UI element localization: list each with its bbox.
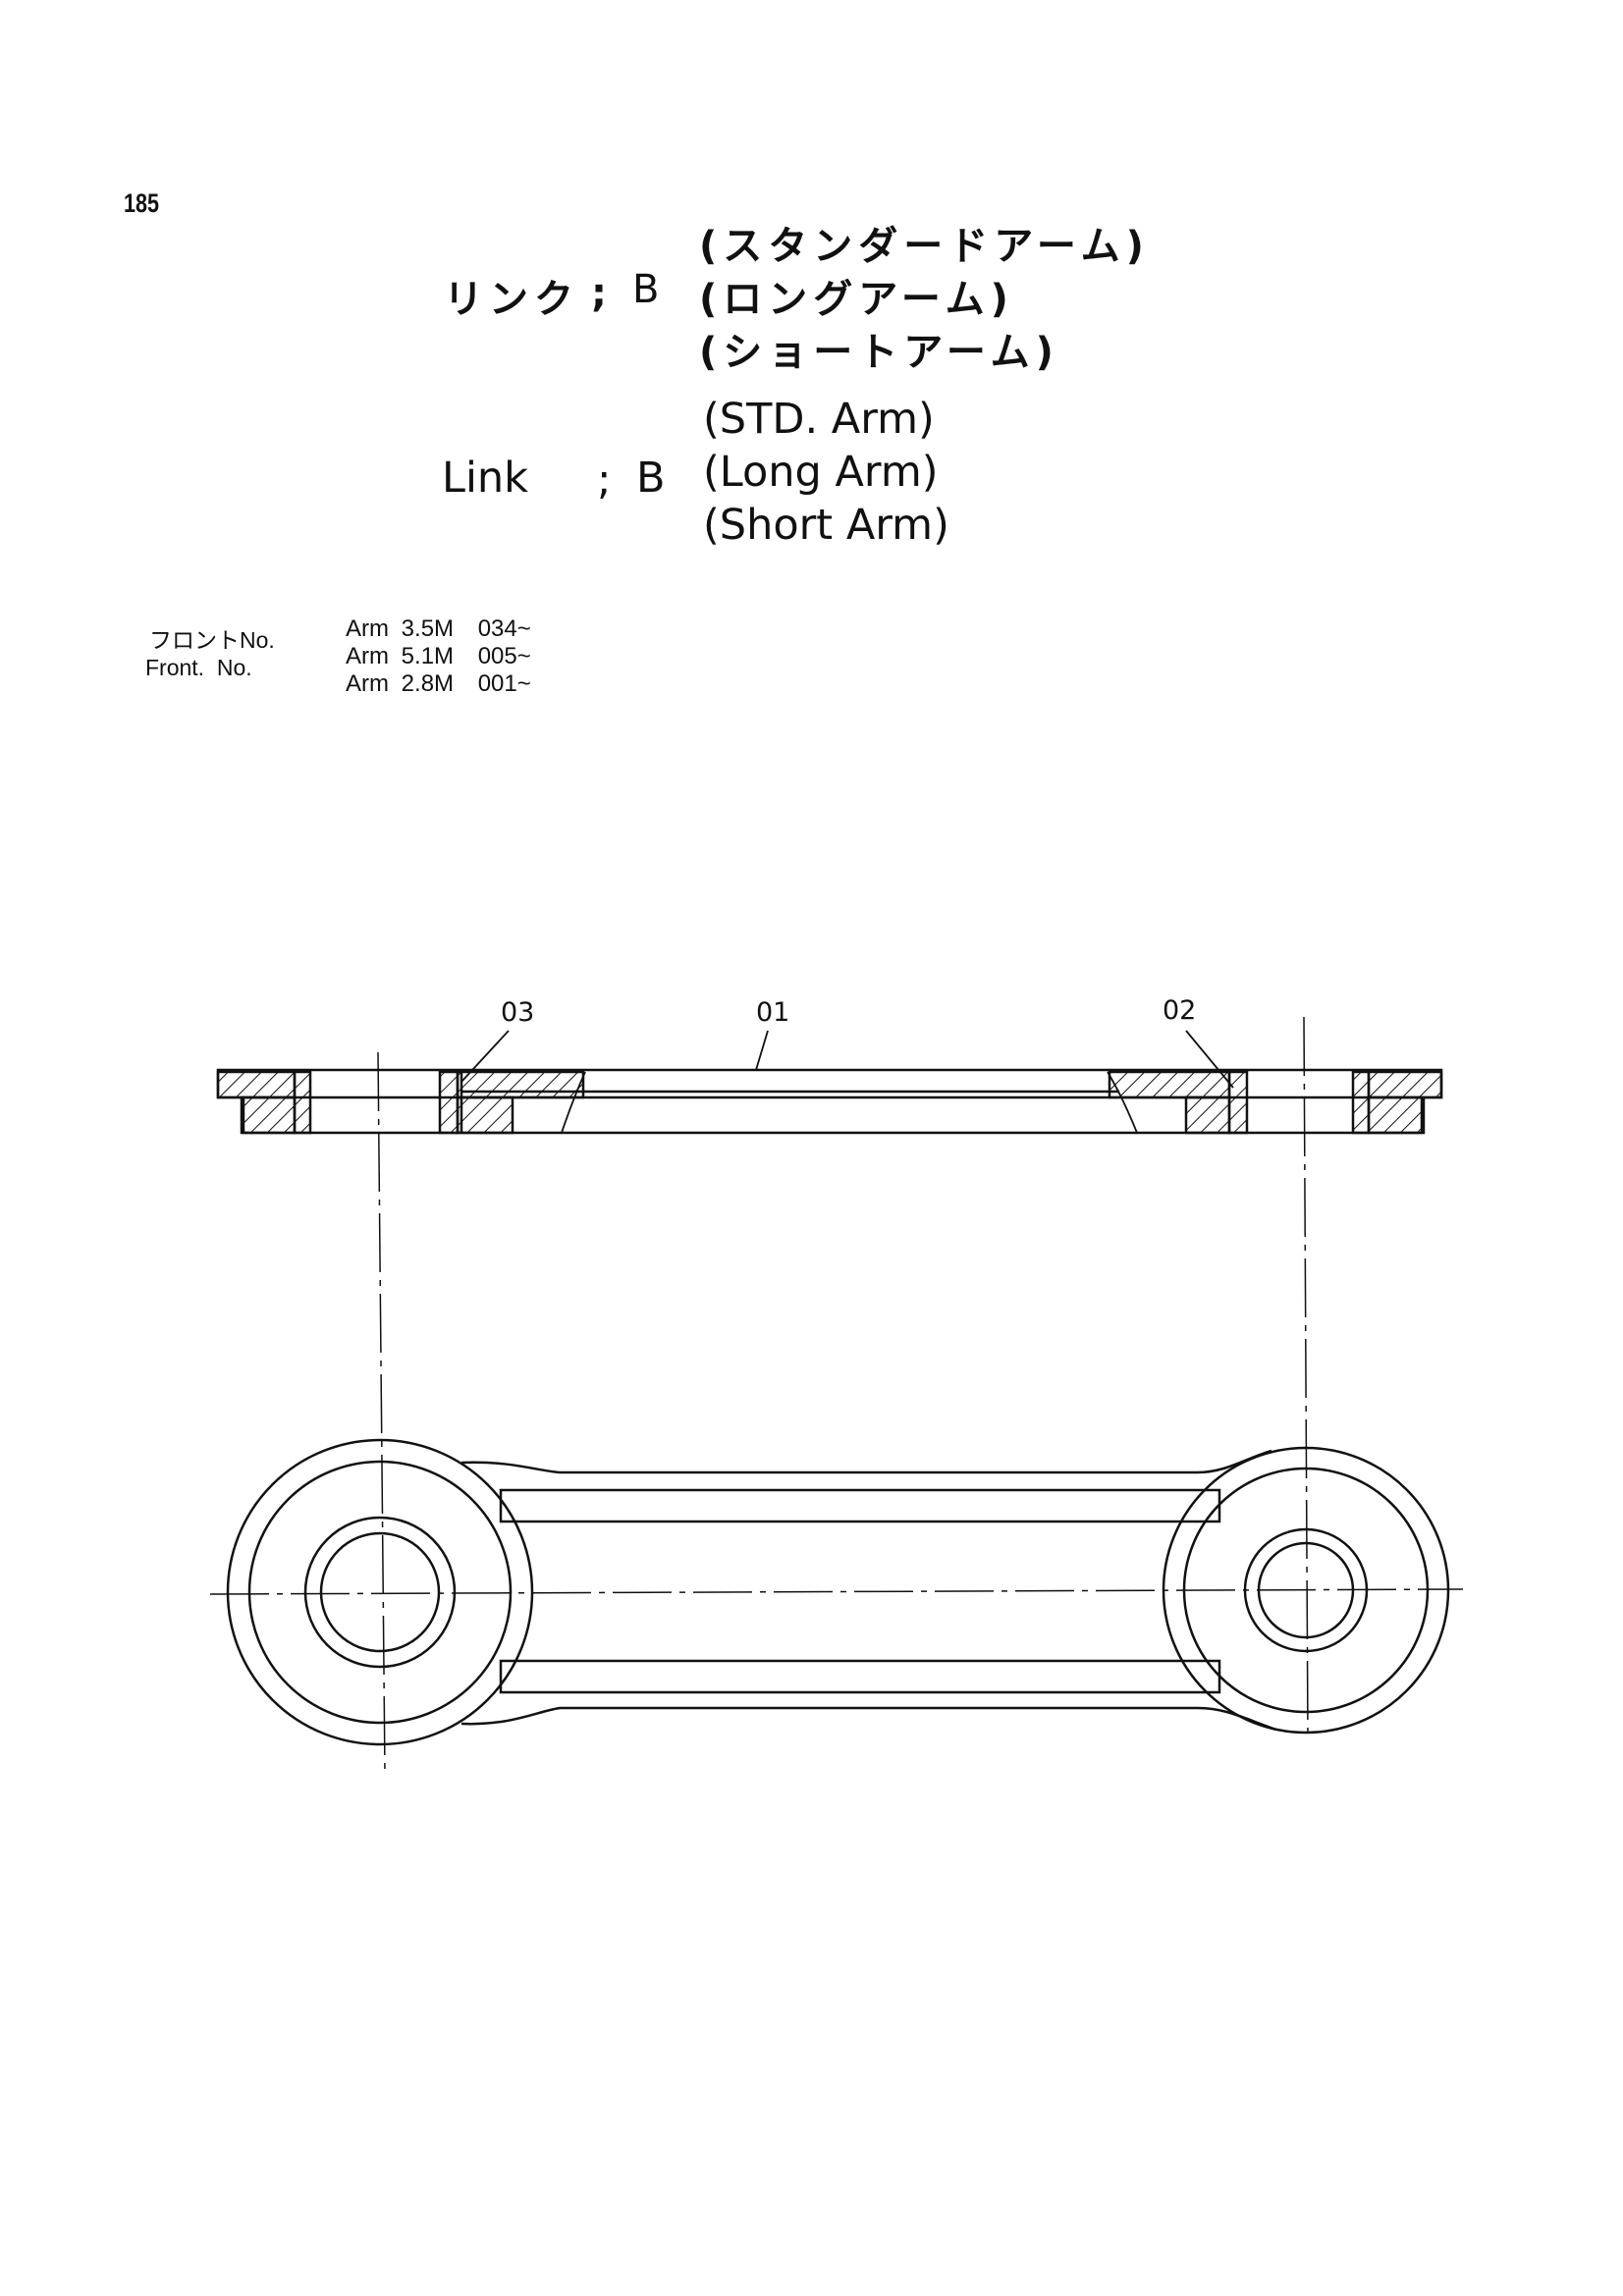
arm-label: Arm	[346, 643, 389, 669]
section-hatch	[456, 1095, 514, 1135]
arm-length: 2.8M	[401, 670, 455, 697]
title-code-jp: B	[632, 267, 666, 312]
bushing-hatch	[293, 1070, 312, 1135]
title-jp-variant-standard: (スタンダードアーム)	[699, 224, 1150, 269]
title-jp-variant-long: (ロングアーム)	[699, 277, 1014, 322]
section-hatch	[1367, 1095, 1424, 1135]
callout-01: 01	[756, 997, 790, 1028]
arm-from: 005~	[477, 643, 531, 669]
callout-03: 03	[501, 997, 535, 1028]
section-hatch	[1108, 1070, 1231, 1099]
title-en-name: Link	[442, 454, 529, 503]
front-no-entry-2: Arm 5.1M 005~	[346, 642, 531, 671]
front-no-entry-1: Arm 3.5M 034~	[346, 614, 531, 644]
title-en-variant-long: (Long Arm)	[703, 448, 939, 497]
arm-length: 5.1M	[401, 643, 455, 669]
arm-label: Arm	[346, 670, 389, 697]
title-jp-name: リンク	[444, 277, 579, 322]
centerlines	[209, 1016, 1464, 1776]
bushing-hatch	[1227, 1070, 1249, 1135]
section-hatch	[1367, 1070, 1443, 1099]
front-no-entry-3: Arm 2.8M 001~	[346, 669, 531, 699]
section-hatch	[216, 1070, 297, 1099]
section-hatch	[1184, 1095, 1231, 1135]
arm-from: 034~	[477, 615, 531, 642]
section-view	[216, 1068, 1443, 1135]
title-separator-en: ;	[597, 455, 612, 505]
bushing-hatch	[1351, 1070, 1371, 1135]
leader-lines	[460, 1030, 1234, 1089]
arm-from: 001~	[477, 670, 531, 697]
section-hatch	[456, 1070, 585, 1099]
front-no-label-jp: フロントNo.	[149, 627, 275, 653]
title-code-en: B	[636, 454, 666, 503]
title-en-variant-short: (Short Arm)	[703, 501, 949, 550]
bushing-hatch	[438, 1070, 460, 1135]
plan-view	[226, 1438, 1450, 1746]
arm-length: 3.5M	[401, 615, 455, 642]
title-separator-jp: ;	[591, 271, 607, 316]
page-number: 185	[124, 188, 160, 218]
front-no-label-en: Front. No.	[145, 655, 252, 680]
callout-02: 02	[1163, 995, 1197, 1026]
title-jp-variant-short: (ショートアーム)	[699, 330, 1059, 375]
section-hatch	[242, 1095, 297, 1135]
title-en-variant-std: (STD. Arm)	[703, 395, 935, 444]
arm-label: Arm	[346, 615, 389, 642]
